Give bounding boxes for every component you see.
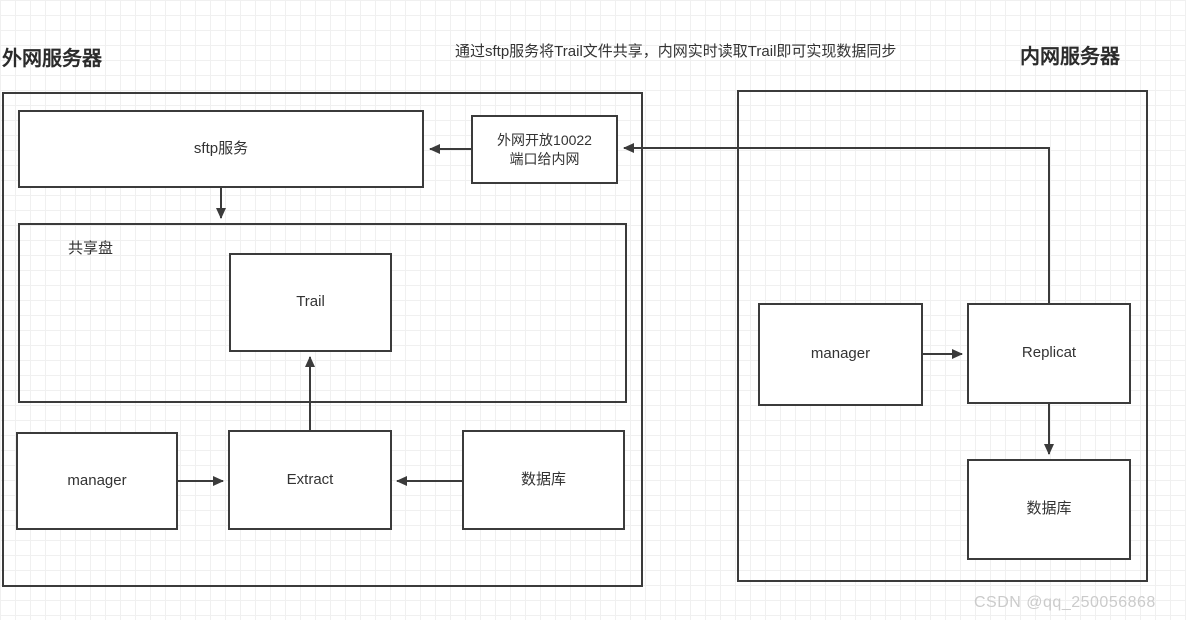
external-server-title: 外网服务器 bbox=[2, 48, 102, 70]
external-manager-box: manager bbox=[16, 432, 178, 530]
external-database-box: 数据库 bbox=[462, 430, 625, 530]
shared-disk-container: 共享盘 bbox=[18, 223, 627, 403]
sync-annotation: 通过sftp服务将Trail文件共享，内网实时读取Trail即可实现数据同步 bbox=[455, 43, 897, 60]
internal-database-box: 数据库 bbox=[967, 459, 1131, 560]
internal-server-container bbox=[737, 90, 1148, 582]
internal-manager-box: manager bbox=[758, 303, 923, 406]
sftp-service-box: sftp服务 bbox=[18, 110, 424, 188]
internal-server-title: 内网服务器 bbox=[1020, 46, 1120, 68]
replicat-box: Replicat bbox=[967, 303, 1131, 404]
trail-box: Trail bbox=[229, 253, 392, 352]
csdn-watermark: CSDN @qq_250056868 bbox=[974, 594, 1156, 611]
external-server-container bbox=[2, 92, 643, 587]
port-10022-note-box: 外网开放10022 端口给内网 bbox=[471, 115, 618, 184]
extract-box: Extract bbox=[228, 430, 392, 530]
shared-disk-label: 共享盘 bbox=[68, 240, 114, 257]
